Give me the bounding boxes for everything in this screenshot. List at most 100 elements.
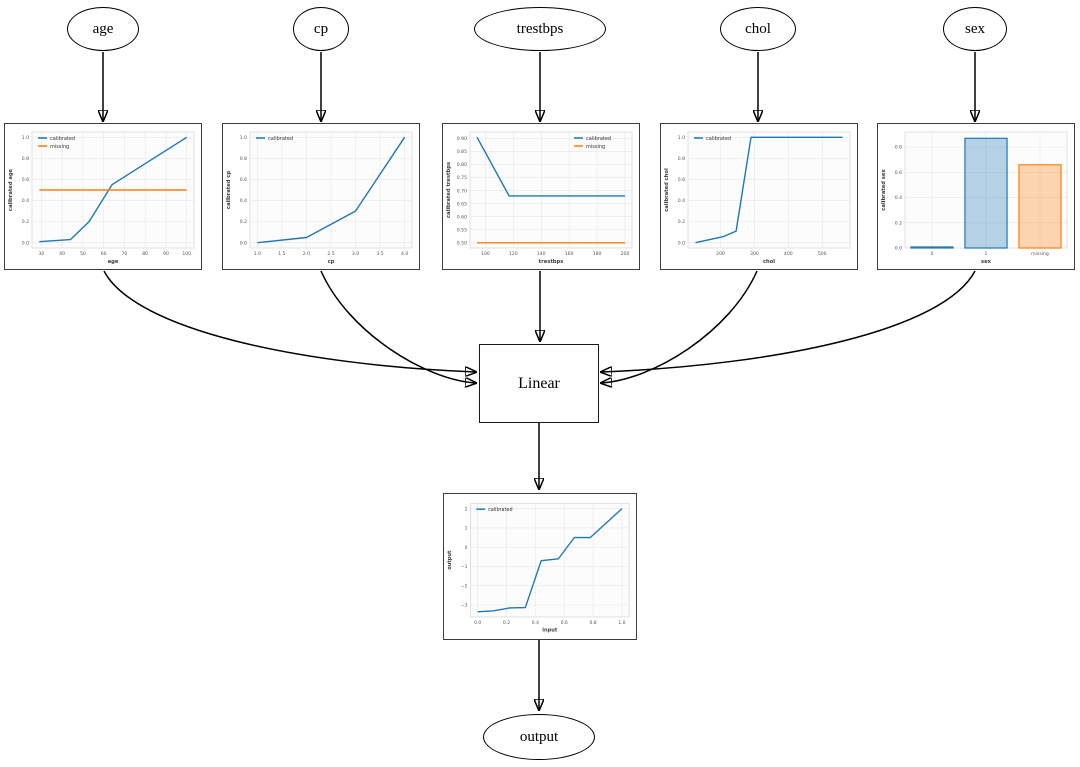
node-cp: cp <box>293 7 349 51</box>
node-chol: chol <box>720 7 796 51</box>
svg-text:0.4: 0.4 <box>895 195 902 201</box>
edge-cal-chol-to-linear <box>601 270 758 383</box>
svg-text:−3: −3 <box>461 603 468 609</box>
svg-text:100: 100 <box>481 251 490 257</box>
edge-cal-sex-to-linear <box>601 270 976 372</box>
svg-text:calibrated cp: calibrated cp <box>226 171 232 209</box>
svg-text:calibrated: calibrated <box>586 136 611 142</box>
svg-text:0.60: 0.60 <box>457 214 467 220</box>
svg-text:0.75: 0.75 <box>457 175 467 181</box>
svg-text:0.90: 0.90 <box>457 136 467 142</box>
svg-text:0.2: 0.2 <box>22 219 29 225</box>
svg-text:160: 160 <box>565 251 574 257</box>
svg-text:calibrated trestbps: calibrated trestbps <box>446 162 452 218</box>
svg-text:0.0: 0.0 <box>22 240 29 246</box>
svg-text:0.4: 0.4 <box>678 198 685 204</box>
svg-text:60: 60 <box>101 251 107 257</box>
svg-text:0.4: 0.4 <box>240 198 247 204</box>
svg-text:200: 200 <box>716 251 725 257</box>
svg-text:−1: −1 <box>461 564 468 570</box>
svg-text:3.0: 3.0 <box>352 251 359 257</box>
node-linear-label: Linear <box>518 374 560 392</box>
svg-text:0.80: 0.80 <box>457 162 467 168</box>
svg-text:0.8: 0.8 <box>240 156 247 162</box>
svg-text:calibrated: calibrated <box>268 136 293 142</box>
svg-text:2: 2 <box>465 506 468 512</box>
svg-text:calibrated sex: calibrated sex <box>881 169 887 211</box>
svg-text:missing: missing <box>50 144 69 150</box>
svg-text:100: 100 <box>182 251 191 257</box>
svg-text:2.5: 2.5 <box>327 251 334 257</box>
svg-text:0.8: 0.8 <box>589 620 596 626</box>
node-output: output <box>483 714 595 760</box>
svg-text:1.0: 1.0 <box>618 620 625 626</box>
svg-text:0.8: 0.8 <box>678 156 685 162</box>
svg-text:140: 140 <box>537 251 546 257</box>
svg-text:120: 120 <box>509 251 518 257</box>
svg-text:0.2: 0.2 <box>240 219 247 225</box>
edge-cal-age-to-linear <box>103 270 476 372</box>
svg-text:−2: −2 <box>461 583 468 589</box>
svg-text:age: age <box>108 259 119 265</box>
svg-text:0.4: 0.4 <box>532 620 539 626</box>
node-age-label: age <box>92 20 114 37</box>
svg-text:2.0: 2.0 <box>303 251 310 257</box>
svg-text:1.0: 1.0 <box>678 135 685 141</box>
svg-text:40: 40 <box>59 251 65 257</box>
svg-text:0.85: 0.85 <box>457 149 467 155</box>
svg-text:missing: missing <box>1031 251 1049 257</box>
svg-text:calibrated: calibrated <box>488 507 512 513</box>
svg-text:3.5: 3.5 <box>376 251 383 257</box>
svg-text:calibrated: calibrated <box>706 136 731 142</box>
svg-text:0.0: 0.0 <box>240 240 247 246</box>
svg-text:180: 180 <box>593 251 602 257</box>
svg-text:0.8: 0.8 <box>22 156 29 162</box>
node-sex-label: sex <box>965 20 985 37</box>
svg-text:0.6: 0.6 <box>22 177 29 183</box>
svg-text:0.70: 0.70 <box>457 188 467 194</box>
svg-text:0.6: 0.6 <box>240 177 247 183</box>
svg-text:0.2: 0.2 <box>503 620 510 626</box>
svg-text:0: 0 <box>465 545 468 551</box>
svg-text:0.6: 0.6 <box>895 170 902 176</box>
svg-text:1.5: 1.5 <box>278 251 285 257</box>
svg-text:0.65: 0.65 <box>457 201 467 207</box>
node-chol-label: chol <box>745 20 771 37</box>
svg-text:calibrated age: calibrated age <box>8 168 14 211</box>
svg-text:0.8: 0.8 <box>895 145 902 151</box>
svg-text:4.0: 4.0 <box>401 251 408 257</box>
svg-text:cp: cp <box>328 259 335 265</box>
svg-text:calibrated: calibrated <box>50 136 75 142</box>
svg-text:70: 70 <box>121 251 127 257</box>
node-age: age <box>67 7 139 51</box>
svg-text:missing: missing <box>586 144 605 150</box>
svg-text:80: 80 <box>142 251 148 257</box>
svg-text:0: 0 <box>931 251 934 257</box>
svg-text:0.0: 0.0 <box>895 246 902 252</box>
svg-text:0.0: 0.0 <box>678 240 685 246</box>
node-linear: Linear <box>479 344 599 423</box>
node-output-label: output <box>519 728 559 745</box>
svg-text:1: 1 <box>465 526 468 532</box>
svg-text:0.55: 0.55 <box>457 227 467 233</box>
svg-text:calibrated chol: calibrated chol <box>664 168 670 212</box>
svg-text:50: 50 <box>80 251 86 257</box>
edge-cal-cp-to-linear <box>320 270 476 383</box>
svg-text:300: 300 <box>750 251 759 257</box>
node-trestbps-label: trestbps <box>516 20 564 37</box>
svg-text:1.0: 1.0 <box>22 135 29 141</box>
svg-text:0.6: 0.6 <box>561 620 568 626</box>
svg-text:sex: sex <box>981 259 992 265</box>
svg-text:input: input <box>542 628 558 634</box>
svg-text:0.6: 0.6 <box>678 177 685 183</box>
